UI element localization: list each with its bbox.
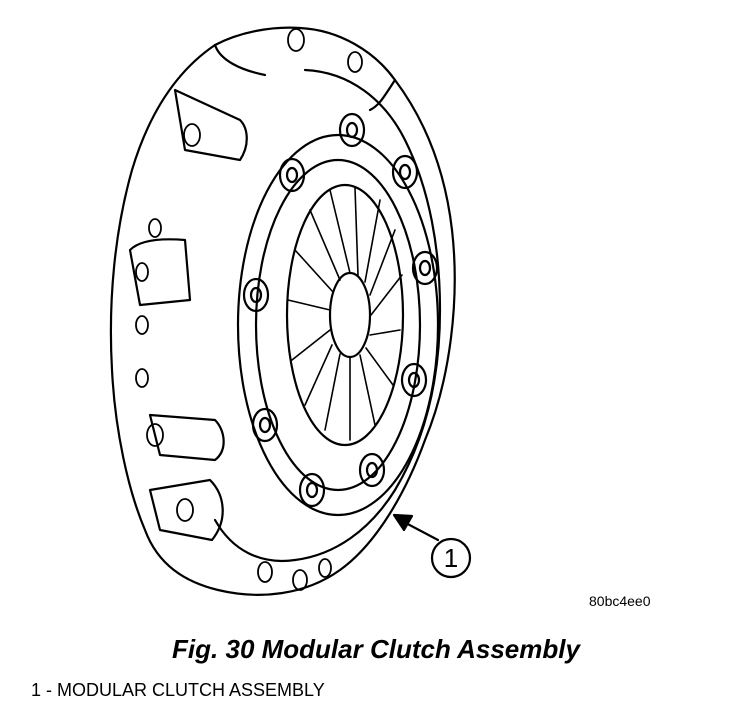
diaphragm-spring	[285, 183, 405, 447]
callout-circle	[430, 537, 472, 579]
clutch-cover-outline	[109, 26, 456, 596]
callout-number-1: 1	[444, 543, 458, 573]
legend-item: 1 - MODULAR CLUTCH ASSEMBLY	[31, 680, 325, 700]
clutch-assembly-illustration: 1	[109, 26, 472, 596]
callout-arrow	[392, 513, 440, 542]
pressure-plate-bolts	[242, 112, 439, 508]
diaphragm-fingers	[287, 187, 403, 441]
clutch-cover-inner-rim	[213, 68, 442, 562]
center-hub	[328, 271, 372, 359]
image-code: 80bc4ee0	[589, 593, 651, 609]
pressure-plate-ring	[236, 133, 440, 517]
figure-caption: Fig. 30 Modular Clutch Assembly	[172, 634, 580, 664]
housing-bolts	[135, 28, 363, 591]
